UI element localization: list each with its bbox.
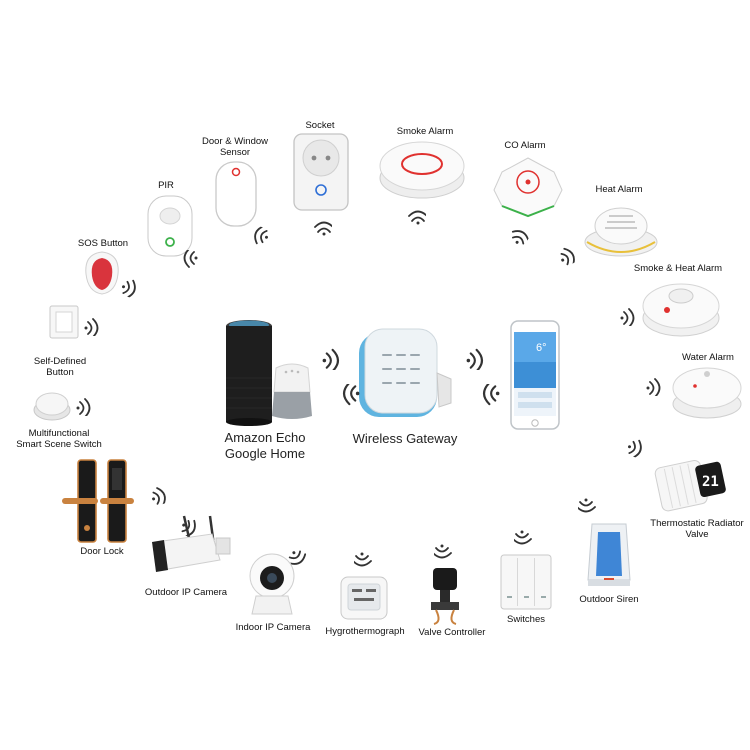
wifi-signal-icon (286, 544, 316, 574)
valve-controller-label: Valve Controller (418, 627, 486, 638)
amazon-echo-label: Amazon Echo (224, 430, 306, 445)
switches-icon (500, 554, 552, 610)
wireless-gateway-icon (355, 325, 455, 425)
wifi-signal-icon (119, 273, 147, 301)
outdoor-ip-camera-icon (150, 512, 234, 582)
door-lock-label: Door Lock (80, 546, 124, 557)
hygrothermograph-icon (340, 576, 388, 620)
wifi-signal-icon (354, 552, 376, 574)
radiator-valve-display: 21 (702, 474, 719, 490)
wifi-signal-icon (434, 544, 456, 566)
wifi-signal-icon (646, 374, 668, 396)
self-defined-button-icon (48, 304, 80, 340)
wifi-signal-icon (176, 250, 198, 272)
wifi-signal-icon (147, 479, 175, 507)
wifi-signal-icon (466, 344, 492, 370)
water-alarm-icon (671, 364, 743, 420)
heat-alarm-icon (583, 200, 659, 260)
google-home-icon (270, 362, 314, 420)
smart-scene-switch-label: Multifunctional Smart Scene Switch (16, 428, 102, 450)
co-alarm-label: CO Alarm (504, 140, 546, 151)
wifi-signal-icon (76, 394, 98, 416)
switches-label: Switches (506, 614, 545, 625)
wifi-signal-icon (310, 214, 332, 236)
indoor-ip-camera-icon (246, 552, 298, 618)
valve-controller-icon (428, 566, 462, 626)
wifi-signal-icon (178, 512, 208, 542)
wifi-signal-icon (334, 384, 360, 410)
door-window-sensor-label: Door & Window Sensor (202, 136, 268, 158)
co-alarm-icon (488, 152, 568, 220)
radiator-valve-label: Thermostatic Radiator Valve (650, 518, 744, 540)
door-lock-icon (60, 458, 136, 544)
wireless-gateway-label: Wireless Gateway (352, 431, 458, 446)
outdoor-ip-camera-label: Outdoor IP Camera (144, 587, 228, 598)
wifi-signal-icon (578, 498, 600, 520)
self-defined-button-label: Self-Defined Button (33, 356, 87, 378)
water-alarm-label: Water Alarm (682, 352, 734, 363)
hygrothermograph-label: Hygrothermograph (325, 626, 405, 637)
outdoor-siren-label: Outdoor Siren (579, 594, 639, 605)
wifi-signal-icon (404, 203, 426, 225)
smart-scene-switch-icon (32, 390, 72, 422)
heat-alarm-label: Heat Alarm (595, 184, 643, 195)
radiator-valve-icon: 21 (652, 452, 726, 516)
socket-icon (292, 132, 350, 212)
sos-button-label: SOS Button (77, 238, 129, 249)
google-home-label: Google Home (224, 446, 306, 461)
wifi-signal-icon (625, 433, 653, 461)
door-window-sensor-icon (214, 160, 258, 228)
smoke-heat-alarm-icon (641, 276, 721, 340)
wifi-signal-icon (474, 384, 500, 410)
smoke-alarm-icon (378, 138, 466, 202)
wifi-signal-icon (620, 304, 642, 326)
sos-button-icon (82, 250, 122, 296)
outdoor-siren-icon (586, 520, 632, 590)
pir-label: PIR (158, 180, 174, 191)
smoke-alarm-label: Smoke Alarm (396, 126, 454, 137)
amazon-echo-icon (224, 318, 274, 426)
wifi-signal-icon (504, 218, 534, 248)
wifi-signal-icon (84, 314, 106, 336)
pir-icon (146, 194, 194, 258)
smartphone-icon: 6° (510, 320, 560, 430)
wifi-signal-icon (322, 344, 348, 370)
smoke-heat-alarm-label: Smoke & Heat Alarm (633, 263, 723, 274)
wifi-signal-icon (554, 238, 584, 268)
socket-label: Socket (305, 120, 335, 131)
phone-temperature: 6° (536, 342, 547, 354)
wifi-signal-icon (243, 223, 271, 251)
wifi-signal-icon (514, 530, 536, 552)
indoor-ip-camera-label: Indoor IP Camera (235, 622, 311, 633)
